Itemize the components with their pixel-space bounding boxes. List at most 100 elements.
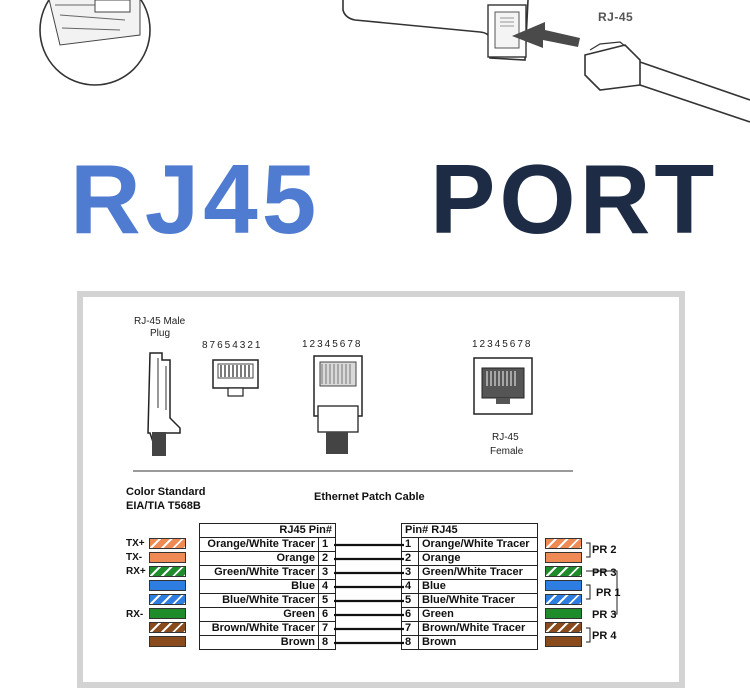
diagram-panel [77, 291, 685, 688]
right-wire-swatch [545, 608, 582, 619]
signal-rx-minus: RX- [126, 609, 144, 620]
adapter-illustration [342, 0, 529, 61]
wire-name: Green [418, 607, 538, 622]
pair-3-label-bottom: PR 3 [592, 609, 617, 621]
pin-number: 6 [401, 607, 419, 622]
male-label-line1: RJ-45 Male [134, 316, 186, 327]
title-rj45: RJ45 [70, 144, 321, 254]
pins-reverse: 87654321 [202, 340, 263, 351]
wire-name: Brown [418, 635, 538, 650]
pair-brackets [586, 542, 618, 643]
male-label-line2: Plug [150, 328, 171, 339]
right-wire-swatch [545, 636, 582, 647]
female-label-line1: RJ-45 [492, 432, 519, 443]
pin-number: 8 [318, 635, 336, 650]
pins-forward-plug: 12345678 [302, 339, 363, 350]
female-label-line2: Female [490, 446, 524, 457]
left-header: RJ45 Pin# [199, 523, 336, 538]
wire-name: Blue/White Tracer [199, 593, 319, 608]
pin-number: 7 [318, 621, 336, 636]
wire-name: Blue/White Tracer [418, 593, 538, 608]
cable-title: Ethernet Patch Cable [314, 491, 425, 503]
right-table-header: Pin# RJ45 [401, 523, 538, 538]
wire-name: Brown/White Tracer [199, 621, 319, 636]
left-wire-swatch [149, 608, 186, 619]
left-wire-swatch [149, 552, 186, 563]
connecting-wires [334, 543, 404, 645]
pin-number: 4 [318, 579, 336, 594]
standard-line2: EIA/TIA T568B [126, 500, 201, 512]
pin-number: 2 [401, 551, 419, 566]
pair-1-label: PR 1 [596, 587, 621, 599]
pair-3-label-top: PR 3 [592, 567, 617, 579]
pin-number: 3 [401, 565, 419, 580]
wire-name: Blue [418, 579, 538, 594]
left-table-header: RJ45 Pin# [199, 523, 336, 538]
pin-number: 1 [318, 537, 336, 552]
pin-number: 1 [401, 537, 419, 552]
pair-4-label: PR 4 [592, 630, 617, 642]
signal-tx-minus: TX- [126, 552, 143, 563]
pin-number: 5 [401, 593, 419, 608]
wire-name: Green/White Tracer [418, 565, 538, 580]
left-wire-swatch [149, 566, 186, 577]
plug-top-icon [313, 355, 363, 454]
wire-name: Brown [199, 635, 319, 650]
wire-name: Green/White Tracer [199, 565, 319, 580]
right-header: Pin# RJ45 [401, 523, 538, 538]
left-wire-swatch [149, 594, 186, 605]
pin-number: 7 [401, 621, 419, 636]
wire-name: Orange/White Tracer [199, 537, 319, 552]
right-wire-swatch [545, 622, 582, 633]
insert-arrow [512, 22, 580, 48]
pin-number: 2 [318, 551, 336, 566]
right-wire-swatch [545, 594, 582, 605]
divider-line [133, 470, 573, 472]
pin-number: 8 [401, 635, 419, 650]
standard-line1: Color Standard [126, 486, 206, 498]
pins-forward-jack: 12345678 [472, 339, 533, 350]
right-wire-swatch [545, 538, 582, 549]
pin-number: 6 [318, 607, 336, 622]
wire-name: Green [199, 607, 319, 622]
female-jack-icon [473, 357, 533, 415]
pin-number: 5 [318, 593, 336, 608]
pair-2-label: PR 2 [592, 544, 617, 556]
pin-number: 4 [401, 579, 419, 594]
left-wire-swatch [149, 580, 186, 591]
left-wire-swatch [149, 538, 186, 549]
plug-side-icon [147, 352, 181, 456]
pin-number: 3 [318, 565, 336, 580]
top-illustration [39, 0, 750, 123]
connector-label: RJ-45 [598, 10, 634, 24]
left-wire-swatch [149, 636, 186, 647]
wire-name: Orange [199, 551, 319, 566]
left-wire-swatch [149, 622, 186, 633]
rj45-connector-illustration [584, 41, 750, 123]
wire-name: Orange [418, 551, 538, 566]
zoom-circle-illustration [39, 0, 151, 86]
wire-name: Brown/White Tracer [418, 621, 538, 636]
plug-front-icon [212, 359, 259, 397]
right-wire-swatch [545, 552, 582, 563]
wire-name: Blue [199, 579, 319, 594]
title-port: PORT [430, 144, 719, 254]
signal-tx-plus: TX+ [126, 538, 145, 549]
right-wire-swatch [545, 580, 582, 591]
